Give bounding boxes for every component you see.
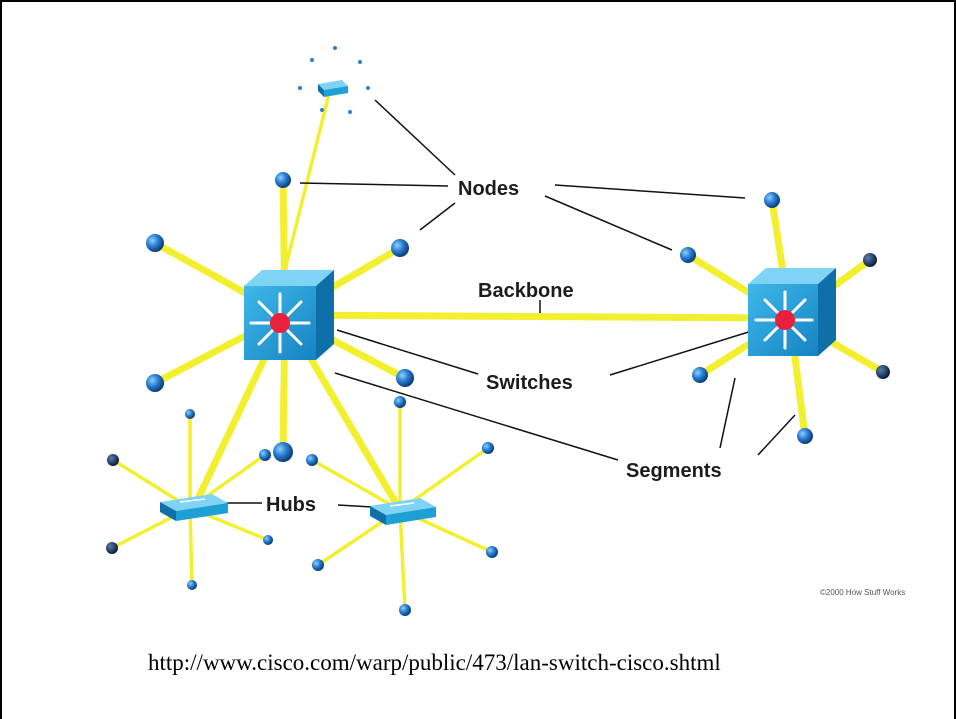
node [187,580,197,590]
hub-top [318,80,348,97]
label-backbone: Backbone [478,280,574,302]
cable [188,506,194,587]
node [273,442,293,462]
leader-line [336,329,479,375]
backbone-cable [281,311,794,322]
leader-line [334,372,619,461]
node [106,542,118,554]
node [348,110,352,114]
cable [283,88,332,272]
switch-right [748,268,836,356]
node [310,58,314,62]
node [312,559,324,571]
node [275,172,291,188]
top-hub-nodes [298,46,370,114]
leader-line [719,377,736,449]
node [185,409,195,419]
node [146,374,164,392]
node [486,546,498,558]
cable [398,508,407,612]
node [391,239,409,257]
node [482,442,494,454]
label-switches: Switches [486,372,573,394]
node [263,535,273,545]
source-link[interactable]: http://www.cisco.com/warp/public/473/lan… [148,650,721,675]
leader-line [419,202,456,231]
leader-line [554,184,746,199]
label-nodes: Nodes [458,178,519,200]
node [764,192,780,208]
node [394,396,406,408]
switch-left [244,270,334,360]
leader-line [757,414,796,456]
leader-line [337,504,373,508]
leader-line [609,329,756,376]
node [396,369,414,387]
cable [310,458,402,512]
hub-left [160,494,228,521]
nodes [106,46,890,616]
leader-line [374,99,456,176]
node [320,108,324,112]
hub-right [370,498,436,525]
node [863,253,877,267]
node [107,454,119,466]
node [366,86,370,90]
node [680,247,696,263]
leader-line [544,195,673,251]
node [692,367,708,383]
leader-line [299,182,449,187]
node [358,60,362,64]
leader-lines [225,99,796,508]
node [146,234,164,252]
node [306,454,318,466]
label-segments: Segments [626,460,722,482]
node [876,365,890,379]
label-hubs: Hubs [266,494,316,516]
node [259,449,271,461]
node [298,86,302,90]
node [399,604,411,616]
node [333,46,337,50]
node [797,428,813,444]
copyright-text: ©2000 How Stuff Works [820,588,905,597]
